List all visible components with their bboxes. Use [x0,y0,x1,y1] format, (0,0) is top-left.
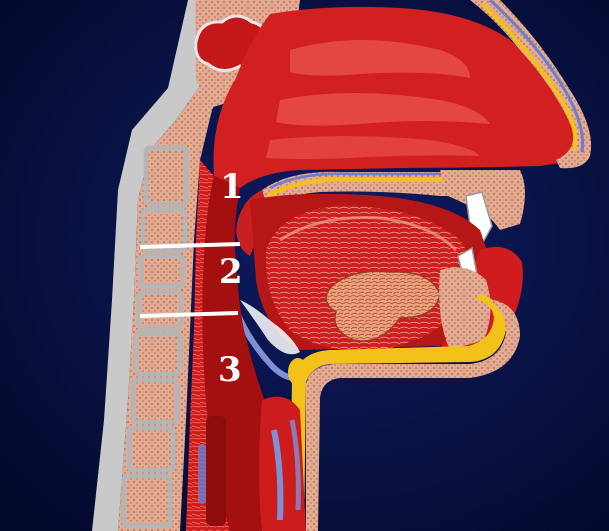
label-oropharynx: 2 [219,252,243,292]
mandible [439,268,490,350]
vertebra [124,476,170,526]
vertebra [136,334,180,374]
label-laryngopharynx: 3 [218,350,242,390]
hyoid-bone [288,358,308,386]
vertebra [129,428,173,470]
esophagus-channel [206,416,226,526]
vertebra [146,148,186,204]
vertebra [133,380,177,422]
vertebra [139,292,181,328]
vertebra [141,256,183,286]
label-nasopharynx: 1 [220,167,244,207]
esophagus-blue [198,444,206,504]
